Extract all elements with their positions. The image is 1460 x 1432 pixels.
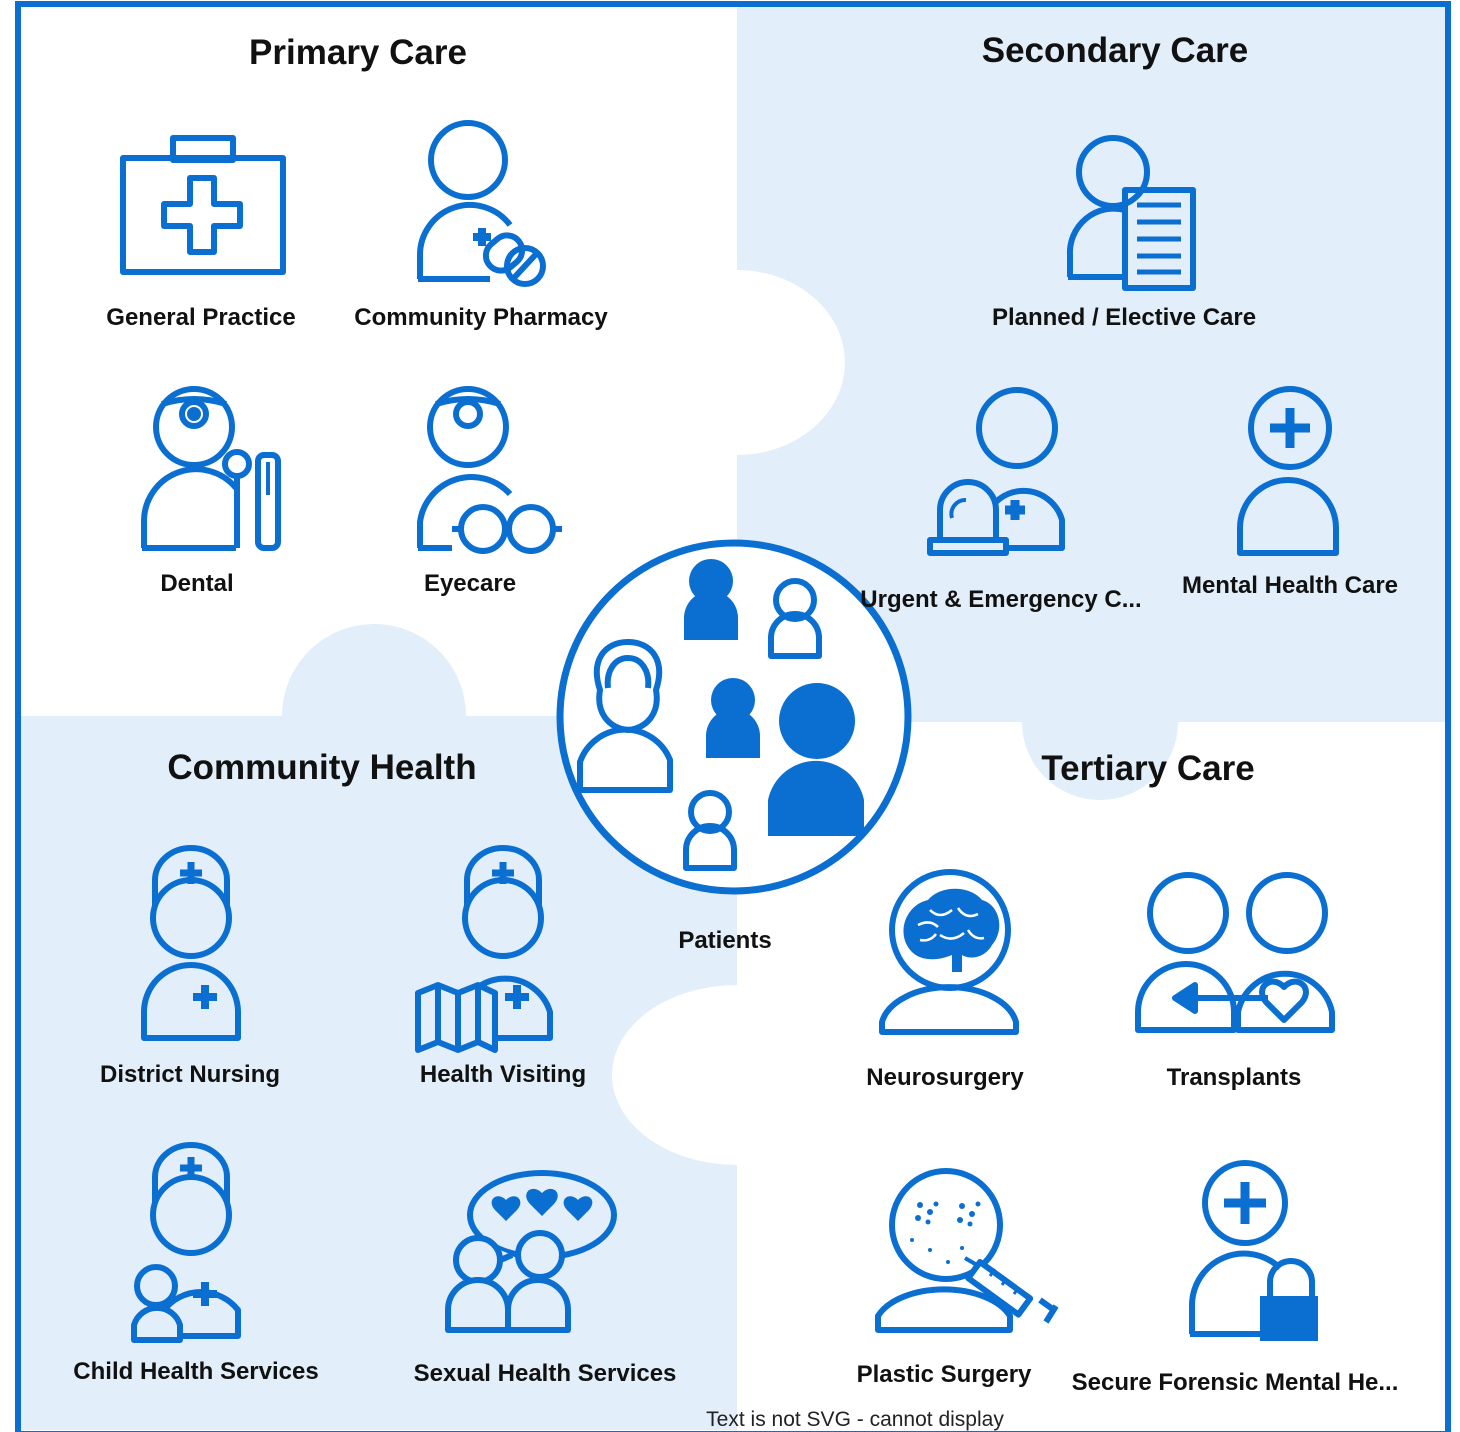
transplant-heart-icon bbox=[1135, 872, 1335, 1033]
district-nursing-label: District Nursing bbox=[99, 1061, 281, 1088]
planned-elective-care-label: Planned / Elective Care bbox=[991, 304, 1257, 331]
dental-label: Dental bbox=[160, 570, 234, 597]
nurse-child-icon bbox=[131, 1142, 241, 1343]
person-document-icon bbox=[1066, 135, 1196, 291]
health-visitor-map-icon bbox=[415, 845, 553, 1053]
couple-hearts-icon bbox=[445, 1170, 617, 1333]
first-aid-kit-icon bbox=[120, 135, 286, 275]
secondary-care-title: Secondary Care bbox=[981, 31, 1249, 70]
eyecare-label: Eyecare bbox=[423, 570, 517, 597]
brain-icon bbox=[879, 869, 1019, 1035]
health-visiting-label: Health Visiting bbox=[419, 1061, 587, 1088]
transplants-label: Transplants bbox=[1166, 1064, 1302, 1091]
mental-health-care-label: Mental Health Care bbox=[1181, 572, 1399, 599]
optician-icon bbox=[417, 386, 562, 554]
community-health-panel bbox=[20, 624, 737, 1430]
syringe-face-icon bbox=[875, 1168, 1059, 1333]
sexual-health-services-label: Sexual Health Services bbox=[413, 1360, 677, 1387]
pharmacist-icon bbox=[416, 120, 546, 287]
emergency-siren-icon bbox=[927, 387, 1065, 556]
community-health-title: Community Health bbox=[167, 748, 477, 787]
community-pharmacy-label: Community Pharmacy bbox=[354, 304, 608, 331]
mental-health-icon bbox=[1237, 386, 1339, 556]
neurosurgery-label: Neurosurgery bbox=[866, 1064, 1024, 1091]
secure-padlock-icon bbox=[1189, 1160, 1318, 1341]
secondary-care-panel bbox=[737, 6, 1446, 800]
secure-forensic-mental-health-label: Secure Forensic Mental He... bbox=[1071, 1369, 1399, 1396]
diagram-border bbox=[15, 1, 1451, 1432]
primary-care-title: Primary Care bbox=[249, 33, 467, 72]
child-health-services-label: Child Health Services bbox=[73, 1358, 319, 1385]
tertiary-care-title: Tertiary Care bbox=[1041, 749, 1255, 788]
urgent-emergency-care-label: Urgent & Emergency C... bbox=[860, 586, 1142, 613]
patients-group-icon bbox=[556, 539, 912, 895]
plastic-surgery-label: Plastic Surgery bbox=[856, 1361, 1032, 1388]
general-practice-label: General Practice bbox=[106, 304, 296, 331]
patients-label: Patients bbox=[678, 927, 772, 954]
dentist-icon bbox=[140, 386, 281, 551]
footer-note: Text is not SVG - cannot display bbox=[706, 1408, 1004, 1431]
nurse-icon bbox=[141, 845, 241, 1041]
